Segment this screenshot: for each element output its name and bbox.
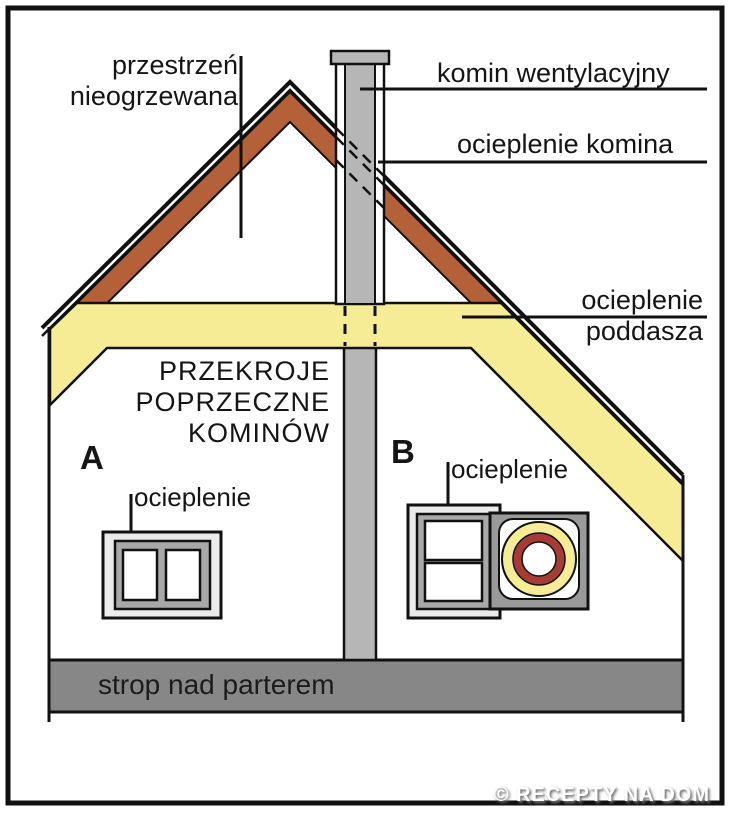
chimney-upper-section xyxy=(344,61,376,305)
chimney-cross-section-b xyxy=(406,503,590,620)
label-ventilation-chimney: komin wentylacyjny xyxy=(437,58,670,88)
label-cross-sections-line2: POPRZECZNE xyxy=(135,387,330,417)
label-section-b: B xyxy=(391,433,415,470)
label-attic-insulation: ocieplenie poddasza xyxy=(581,285,703,347)
label-unheated-space: przestrzeń nieogrzewana xyxy=(70,50,238,112)
roof-sheathing-line xyxy=(41,88,684,484)
label-section-a: A xyxy=(80,439,104,476)
floor-slab-band xyxy=(47,658,685,714)
chimney-lower-section xyxy=(342,344,378,662)
section-b-flue-1 xyxy=(423,519,484,562)
label-attic-insulation-line2: poddasza xyxy=(585,316,703,346)
section-b-flue-2 xyxy=(423,561,484,603)
label-chimney-insulation: ocieplenie komina xyxy=(457,129,674,159)
label-section-b-insulation: ocieplenie xyxy=(451,454,569,484)
section-a-flue-2 xyxy=(164,548,202,602)
watermark-text: © RECEPTY NA DOM xyxy=(493,784,710,806)
chimney-cross-section-a xyxy=(101,530,223,620)
label-cross-sections-heading: PRZEKROJE POPRZECZNE KOMINÓW xyxy=(135,356,330,449)
label-cross-sections-line1: PRZEKROJE xyxy=(158,356,330,386)
label-floor-slab: strop nad parterem xyxy=(98,669,335,700)
label-section-a-insulation: ocieplenie xyxy=(134,482,252,512)
chimney-cap xyxy=(329,49,391,66)
label-unheated-space-line2: nieogrzewana xyxy=(69,81,238,111)
section-a-flue-1 xyxy=(121,548,159,602)
roof-outer-line xyxy=(40,79,685,477)
label-attic-insulation-line1: ocieplenie xyxy=(581,285,703,315)
label-cross-sections-line3: KOMINÓW xyxy=(188,418,330,448)
section-b-duct-bore xyxy=(521,541,557,577)
label-unheated-space-line1: przestrzeń xyxy=(111,50,238,80)
